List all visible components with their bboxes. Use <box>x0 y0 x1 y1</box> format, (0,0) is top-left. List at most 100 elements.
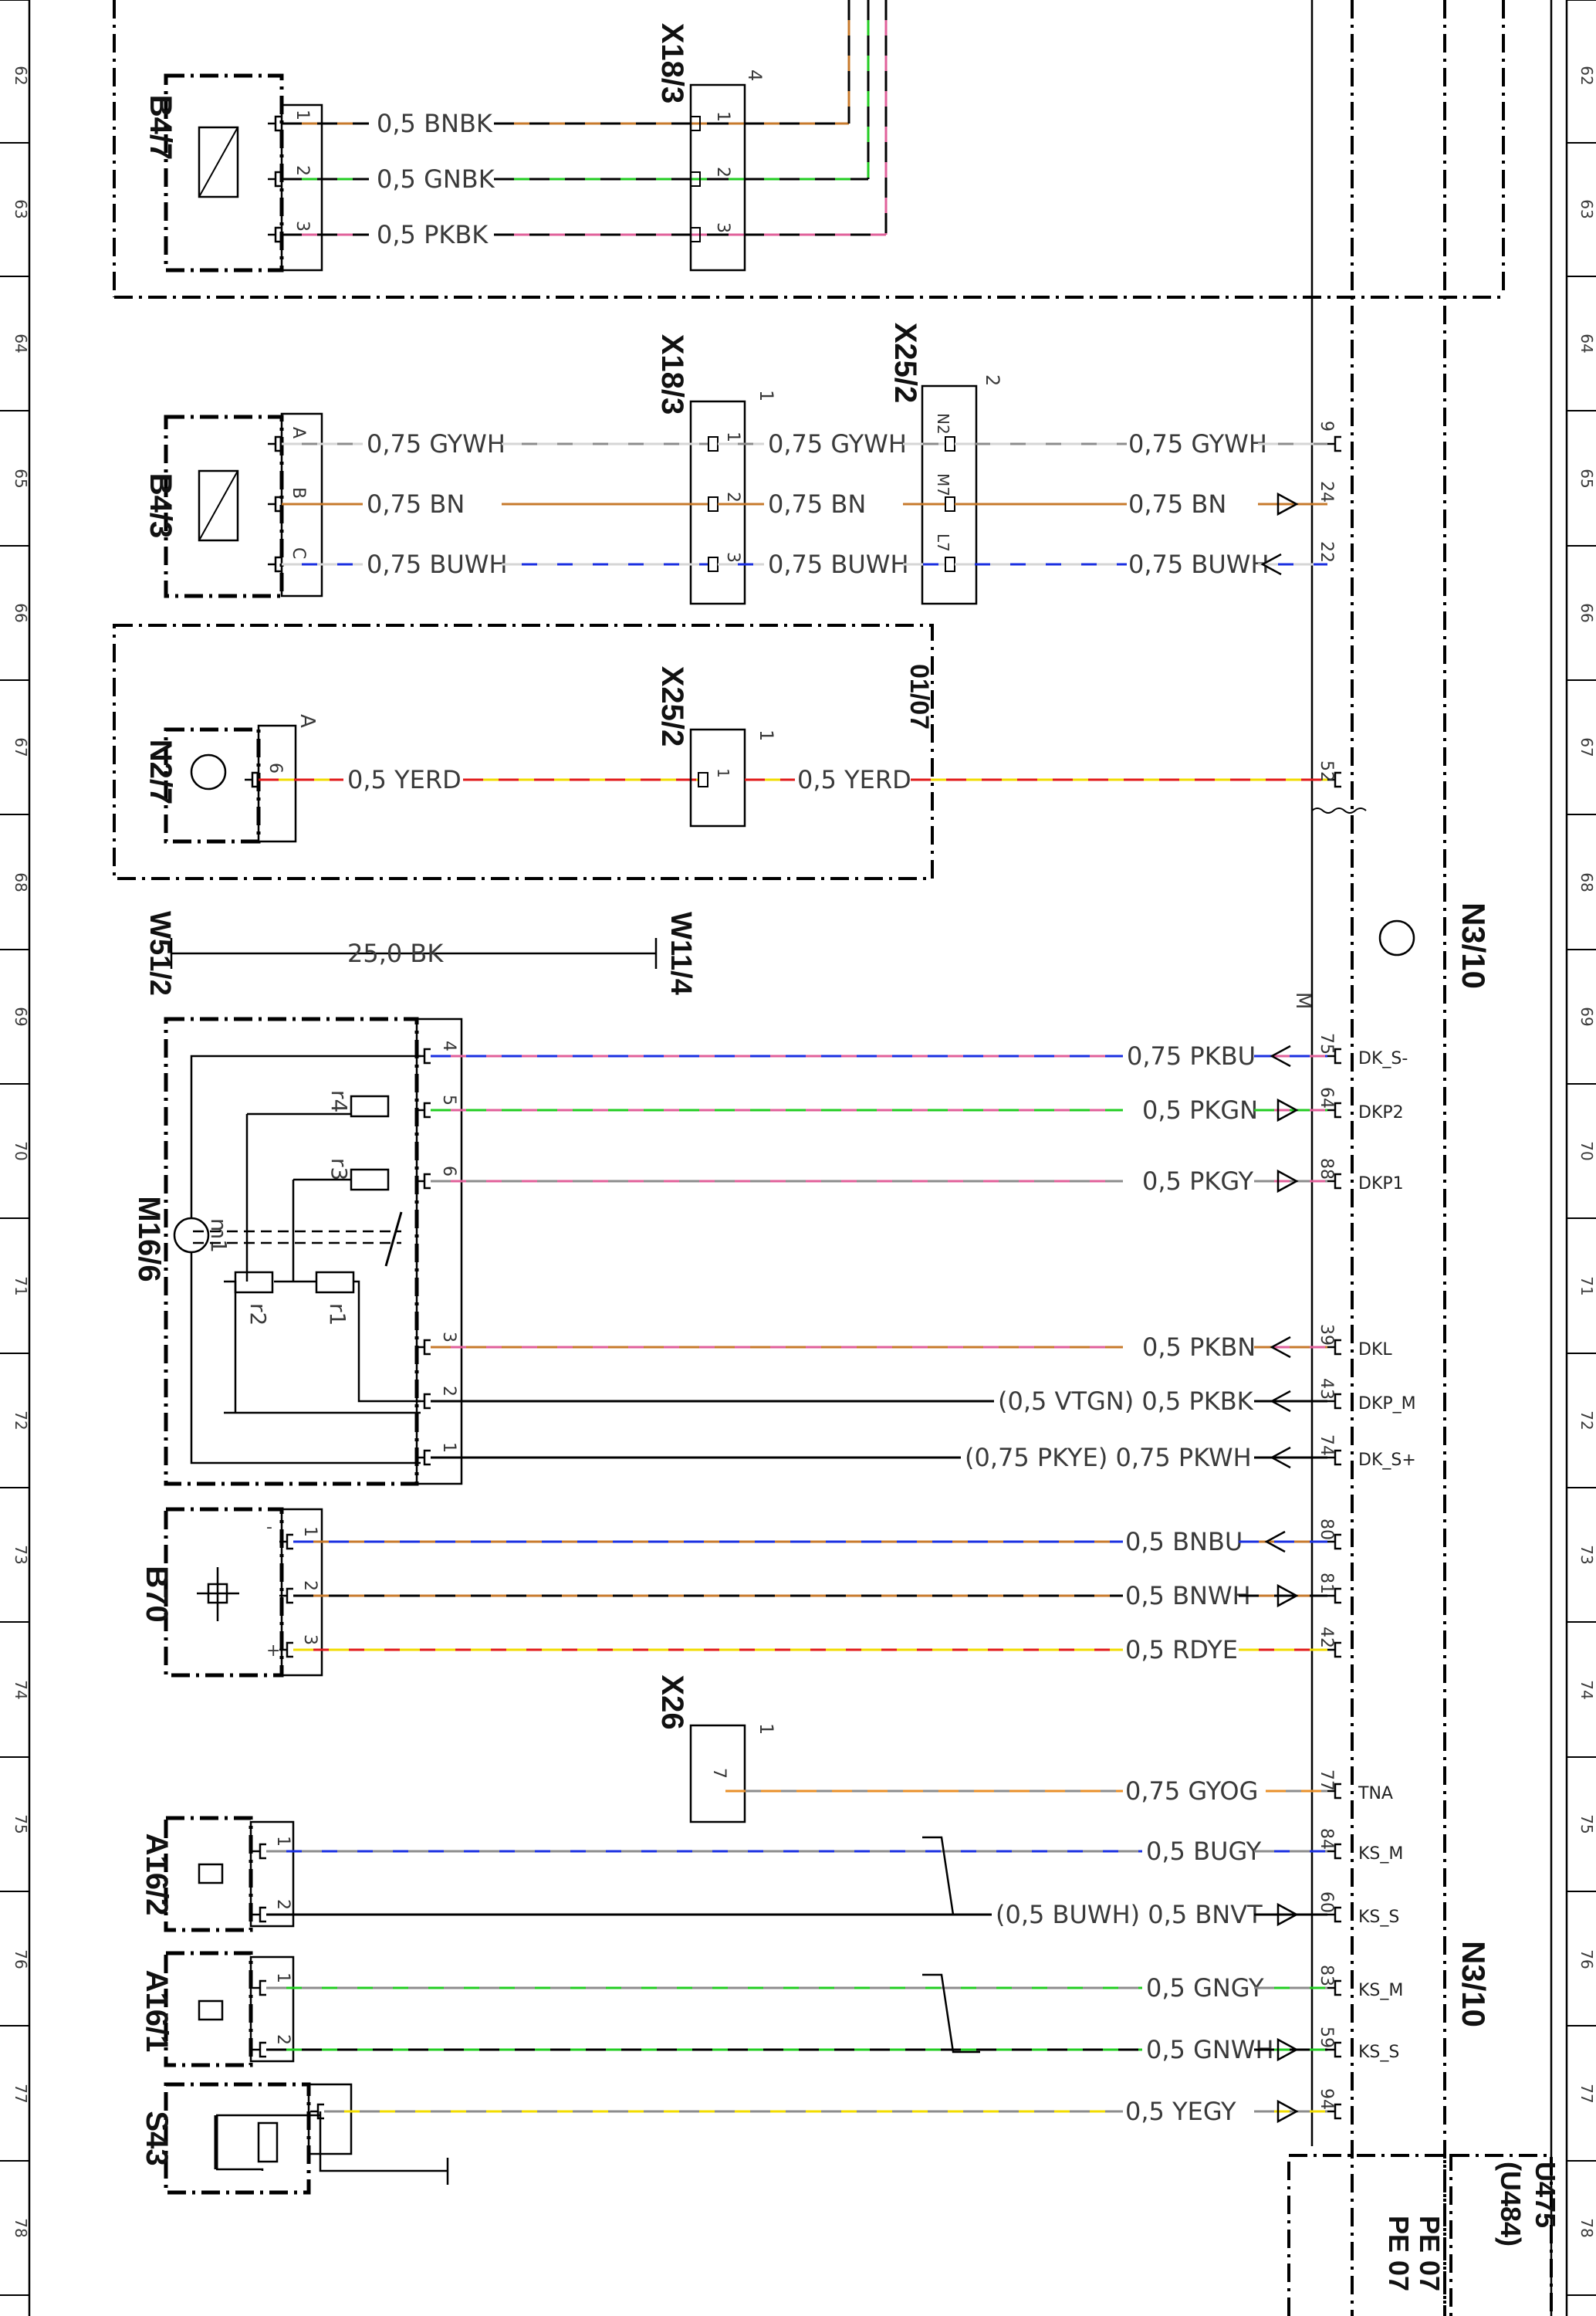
pe-07-box <box>1287 2154 1446 2316</box>
x25-2-b-label: X25/2 <box>655 666 689 747</box>
n3-10-output-arrow <box>1270 1045 1291 1068</box>
a16-2-wire-label: (0,5 BUWH) 0,5 BNVT <box>996 1900 1263 1929</box>
n3-10-output-arrow <box>1270 1390 1291 1413</box>
b4-3-wire-label-2: 0,75 BUWH <box>768 550 909 579</box>
n3-10-pin-number: 22 <box>1317 541 1336 563</box>
row-number-left: 70 <box>12 1141 30 1160</box>
a16-2-label: A16/2 <box>140 1834 174 1916</box>
n3-10-pin-number: 77 <box>1317 1769 1336 1791</box>
m16-6-r3 <box>350 1168 390 1191</box>
n2-7-wire-label-2: 0,5 YERD <box>797 765 911 794</box>
b70-pin <box>279 1533 293 1550</box>
row-number-right: 70 <box>1577 1141 1596 1160</box>
m16-6-label: M16/6 <box>132 1196 166 1282</box>
n3-10-pin <box>1327 435 1341 452</box>
n3-10-transistor-icon <box>1378 919 1415 957</box>
x25-2-a-pin <box>945 557 955 572</box>
row-number-left: 75 <box>12 1814 30 1834</box>
m16-6-pin <box>417 1449 431 1466</box>
a16-2-pin-number: 2 <box>273 1899 292 1910</box>
n2-7-connector-body <box>257 724 297 843</box>
m16-6-pin-number: 6 <box>439 1166 458 1177</box>
x26-number: 1 <box>756 1723 777 1735</box>
row-number-left: 68 <box>12 872 30 892</box>
m16-6-pin <box>417 1048 431 1065</box>
row-number-right: 78 <box>1577 2218 1596 2237</box>
row-number-left: 73 <box>12 1545 30 1564</box>
row-number-right: 66 <box>1577 603 1596 622</box>
a16-2-pin <box>252 1843 266 1860</box>
n2-7-label: N2/7 <box>144 740 178 805</box>
a16-1-wire-label: 0,5 GNGY <box>1146 1973 1264 2003</box>
a16-1-shield <box>922 1973 980 2054</box>
x18-3-b-pin-number: 1 <box>723 432 742 442</box>
b4-7-pin-number: 1 <box>292 110 312 120</box>
n3-10-pin-77 <box>1327 1783 1341 1800</box>
a16-1-connector-body <box>249 1955 295 2063</box>
n3-10-pin <box>1327 1449 1341 1466</box>
b4-3-wire-label-3: 0,75 BUWH <box>1128 550 1270 579</box>
row-number-right: 71 <box>1577 1276 1596 1295</box>
m16-6-box <box>164 1017 419 1486</box>
n3-10-label-bottom: N3/10 <box>1456 1941 1492 2027</box>
n2-7-pin-number: 6 <box>265 763 285 774</box>
x18-3-b-pin-number: 2 <box>723 492 742 503</box>
row-number-right: 73 <box>1577 1545 1596 1564</box>
x18-3-a-pin-number: 1 <box>713 111 732 122</box>
m16-6-pin-number: 3 <box>439 1332 458 1343</box>
m16-6-r4 <box>350 1095 390 1118</box>
x25-2-a-pin-name: L7 <box>934 533 952 552</box>
n2-7-group <box>113 624 934 880</box>
n3-10-pin <box>1327 1048 1341 1065</box>
u475-box <box>1449 2154 1553 2316</box>
row-number-right: 64 <box>1577 334 1596 353</box>
m16-6-pin-number: 1 <box>439 1442 458 1453</box>
a16-1-pin-number: 1 <box>273 1972 292 1983</box>
w51-2-wire-label: 25,0 BK <box>347 939 444 968</box>
row-number-right: 74 <box>1577 1680 1596 1699</box>
b4-7-wire-label: 0,5 GNBK <box>377 164 495 194</box>
n3-10-pin-number: 88 <box>1317 1158 1336 1180</box>
row-number-right: 68 <box>1577 872 1596 892</box>
m16-6-m1-label: m1 <box>206 1218 232 1253</box>
x25-2-b-pin-number: 1 <box>714 768 732 778</box>
n2-7-connector-letter: A <box>296 714 319 728</box>
a16-2-wire-label: 0,5 BUGY <box>1146 1837 1262 1866</box>
b70-pin-number: 3 <box>300 1634 320 1645</box>
u484-code: (U484) <box>1495 2162 1527 2247</box>
x18-3-b-pin <box>708 496 719 512</box>
u475-code: U475 <box>1530 2162 1561 2228</box>
x25-2-a-label: X25/2 <box>888 323 922 404</box>
b70-wire-label: 0,5 BNBU <box>1125 1527 1243 1556</box>
x18-3-b-pin <box>708 557 719 572</box>
x25-2-b-body <box>689 728 746 828</box>
n3-10-pin <box>1327 1587 1341 1604</box>
b4-7-connector-body <box>280 103 323 272</box>
b4-7-label: B4/7 <box>144 95 178 161</box>
b4-3-pin <box>268 496 282 513</box>
a16-1-label: A16/1 <box>140 1970 174 2053</box>
n3-10-pin-number: 64 <box>1317 1087 1336 1109</box>
b4-3-label: B4/3 <box>144 473 178 539</box>
row-number-right: 65 <box>1577 469 1596 488</box>
b4-7-box <box>164 73 284 273</box>
n3-10-pin <box>1327 1979 1341 1996</box>
m16-6-r2-label: r2 <box>245 1303 271 1326</box>
n3-10-pin <box>1327 1641 1341 1658</box>
b4-7-symbol-diag <box>198 127 238 198</box>
x18-3-b-body <box>689 400 746 605</box>
b70-wire-label: 0,5 RDYE <box>1125 1635 1238 1664</box>
n3-10-signal-name: TNA <box>1358 1784 1393 1803</box>
n3-10-pin-number: 59 <box>1317 2026 1336 2048</box>
a16-2-pin-number: 1 <box>273 1836 292 1847</box>
n3-10-signal-name: DKP_M <box>1358 1394 1416 1414</box>
b70-pin-number: 1 <box>300 1526 320 1537</box>
m16-6-wire-label: 0,5 PKBN <box>1142 1332 1256 1362</box>
s43-label: S43 <box>140 2111 174 2165</box>
m16-6-internal-wiring <box>190 1055 421 1464</box>
ref-01-07: 01/07 <box>905 664 934 730</box>
m16-6-r4-label: r4 <box>326 1090 352 1112</box>
a16-2-connector-body <box>249 1820 295 1928</box>
m16-6-r1 <box>315 1271 355 1294</box>
m16-6-wire-label: 0,5 PKGN <box>1142 1095 1258 1125</box>
